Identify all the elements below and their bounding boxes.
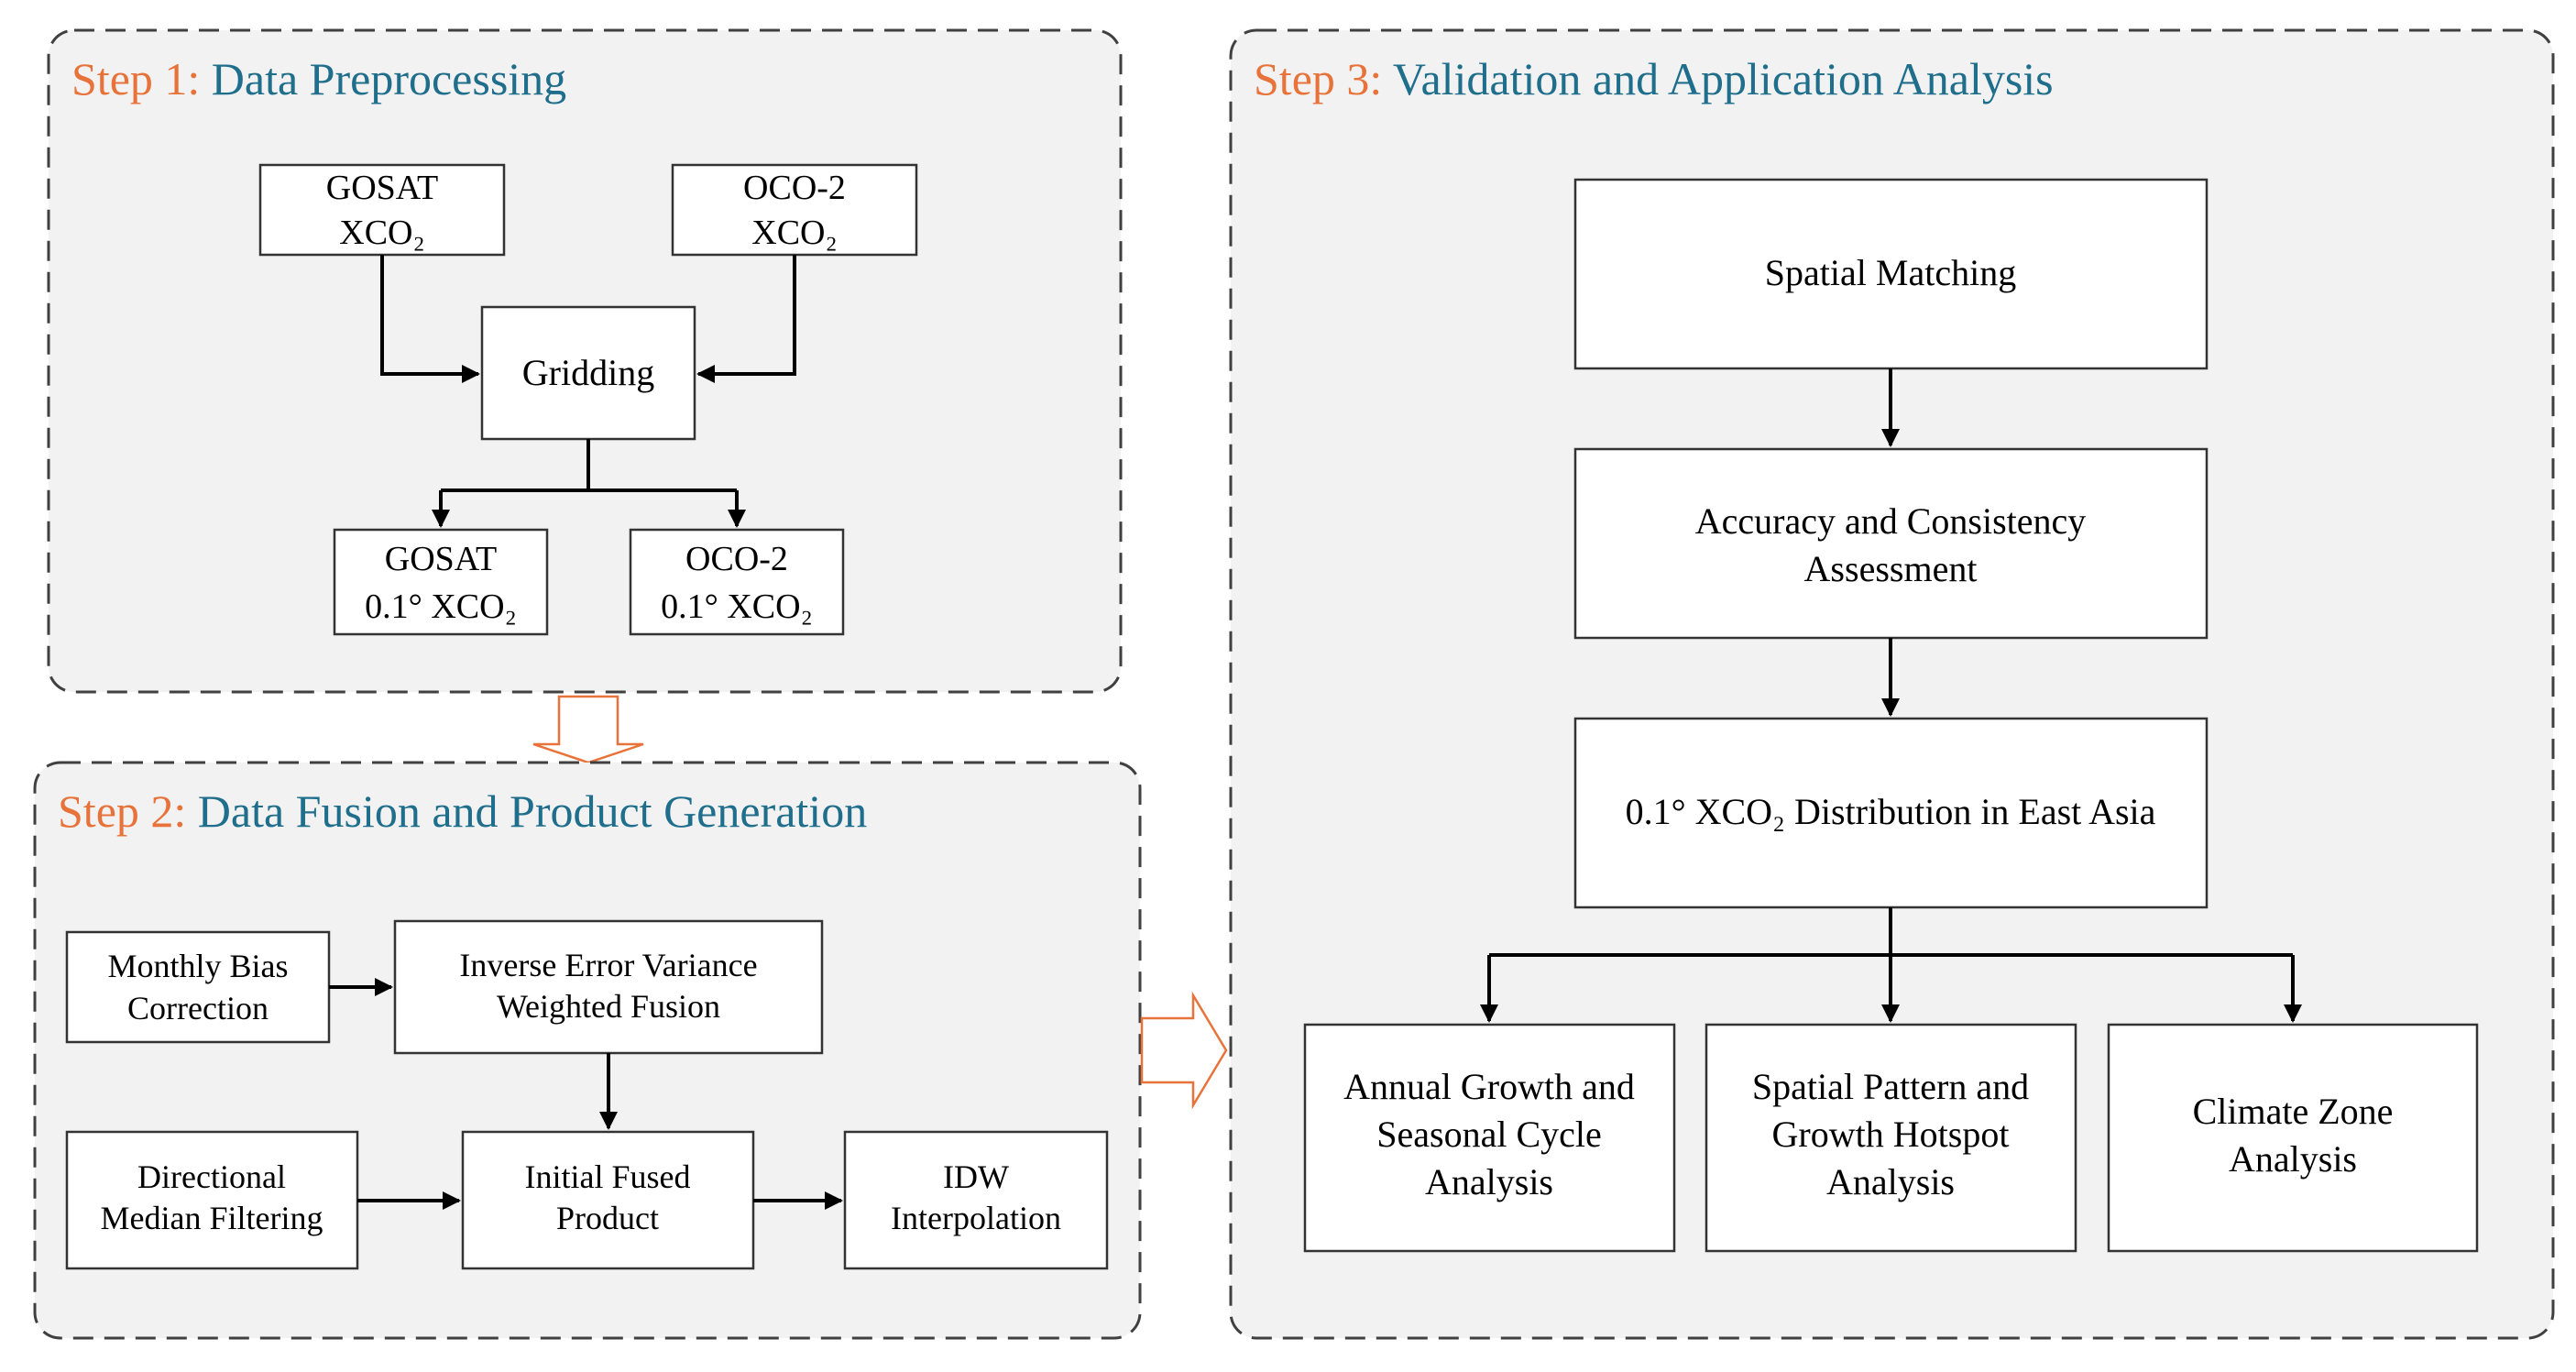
gosat-sub: XCO₂: [339, 214, 424, 252]
step3-heading: Step 3: Validation and Application Analy…: [1254, 53, 2054, 104]
step3-prefix: Step 3:: [1254, 53, 1393, 104]
gridding-box: Gridding: [480, 305, 696, 441]
climate-line1: Climate Zone: [2193, 1091, 2394, 1132]
annual-line2: Seasonal Cycle: [1376, 1114, 1602, 1155]
hollow-arrow-step1-to-step2: [532, 695, 644, 764]
distribution-label: 0.1° XCO₂ Distribution in East Asia: [1626, 791, 2156, 832]
step2-panel: Step 2: Data Fusion and Product Generati…: [33, 761, 1142, 1340]
median-filter-box: Directional Median Filtering: [65, 1130, 359, 1270]
step2-heading: Step 2: Data Fusion and Product Generati…: [58, 785, 867, 837]
pattern-line2: Growth Hotspot: [1772, 1114, 2010, 1155]
median-line1: Directional: [137, 1158, 286, 1195]
initial-line1: Initial Fused: [525, 1158, 691, 1195]
initial-line2: Product: [556, 1200, 659, 1236]
idw-line1: IDW: [943, 1158, 1009, 1195]
gosat-xco2-box: GOSAT XCO₂: [258, 163, 506, 257]
spatial-matching-box: Spatial Matching: [1573, 178, 2209, 370]
accuracy-line1: Accuracy and Consistency: [1695, 500, 2087, 542]
gosat-grid-label: GOSAT: [385, 540, 497, 578]
gosat-label: GOSAT: [326, 169, 438, 207]
fusion-line1: Inverse Error Variance: [459, 947, 757, 983]
climate-zone-box: Climate Zone Analysis: [2107, 1023, 2479, 1253]
oco2-xco2-box: OCO-2 XCO₂: [671, 163, 918, 257]
annual-line1: Annual Growth and: [1343, 1066, 1635, 1107]
oco2-grid-sub: 0.1° XCO₂: [661, 587, 813, 626]
accuracy-line2: Assessment: [1804, 548, 1978, 589]
climate-line2: Analysis: [2229, 1138, 2357, 1180]
bias-line1: Monthly Bias: [107, 948, 288, 984]
oco2-grid-label: OCO-2: [685, 540, 788, 578]
accuracy-box: Accuracy and Consistency Assessment: [1573, 447, 2209, 640]
bias-line2: Correction: [127, 990, 269, 1026]
step3-title: Validation and Application Analysis: [1393, 53, 2054, 104]
pattern-line3: Analysis: [1826, 1161, 1955, 1202]
annual-growth-box: Annual Growth and Seasonal Cycle Analysi…: [1303, 1023, 1676, 1253]
step1-panel: Step 1: Data Preprocessing GOSAT XCO₂ OC…: [47, 28, 1123, 694]
fusion-line2: Weighted Fusion: [497, 988, 720, 1025]
median-line2: Median Filtering: [101, 1200, 323, 1236]
initial-fused-box: Initial Fused Product: [461, 1130, 755, 1270]
idw-line2: Interpolation: [891, 1200, 1061, 1236]
step3-panel: Step 3: Validation and Application Analy…: [1229, 28, 2555, 1340]
step1-prefix: Step 1:: [71, 53, 212, 104]
oco2-grid-box: OCO-2 0.1° XCO₂: [629, 528, 845, 636]
gosat-grid-box: GOSAT 0.1° XCO₂: [333, 528, 549, 636]
step2-title: Data Fusion and Product Generation: [198, 785, 867, 837]
oco2-label: OCO-2: [743, 169, 846, 207]
arrow-gosat-to-gridding: [380, 255, 480, 383]
step2-prefix: Step 2:: [58, 785, 198, 837]
step1-heading: Step 1: Data Preprocessing: [71, 53, 566, 104]
oco2-sub: XCO₂: [751, 214, 837, 252]
idw-box: IDW Interpolation: [843, 1130, 1109, 1270]
monthly-bias-box: Monthly Bias Correction: [65, 930, 331, 1044]
pattern-line1: Spatial Pattern and: [1752, 1066, 2029, 1107]
step1-title: Data Preprocessing: [212, 53, 566, 104]
spatial-matching-label: Spatial Matching: [1765, 252, 2016, 293]
weighted-fusion-box: Inverse Error Variance Weighted Fusion: [393, 919, 824, 1055]
spatial-pattern-box: Spatial Pattern and Growth Hotspot Analy…: [1705, 1023, 2077, 1253]
hollow-arrow-step2-to-step3: [1140, 991, 1228, 1110]
arrow-oco2-to-gridding: [696, 255, 796, 383]
annual-line3: Analysis: [1425, 1161, 1553, 1202]
distribution-box: 0.1° XCO₂ Distribution in East Asia: [1573, 717, 2209, 909]
gosat-grid-sub: 0.1° XCO₂: [365, 587, 517, 626]
gridding-label: Gridding: [522, 352, 654, 393]
